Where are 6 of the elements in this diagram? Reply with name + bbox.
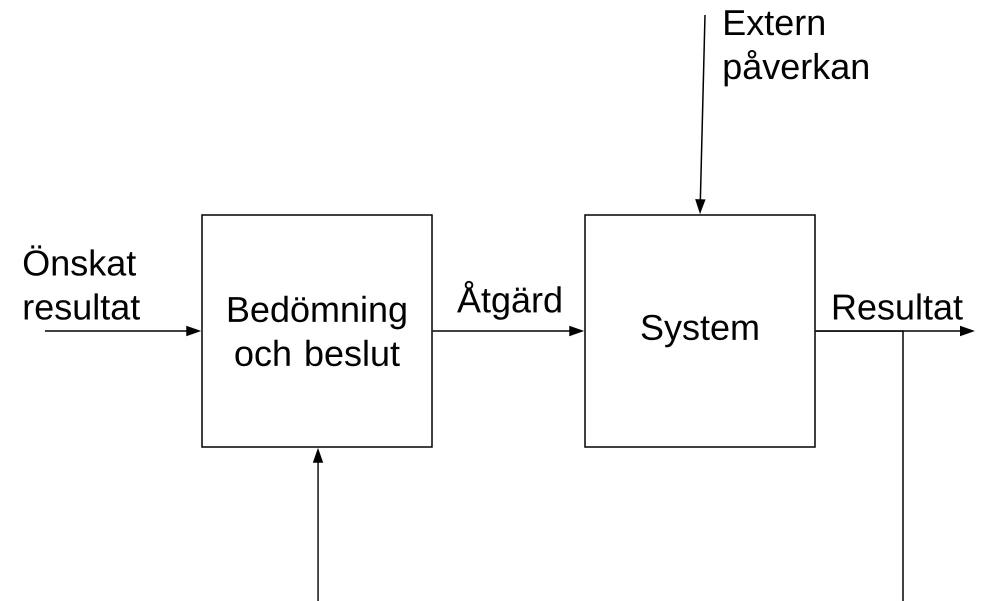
edge-label: Resultat (834, 293, 963, 320)
process-box: Bedömning och beslut (201, 214, 433, 448)
edge-label: Åtgärd (457, 280, 561, 320)
process-box: System (584, 214, 816, 448)
edge-label: Extern påverkan (724, 10, 868, 86)
edge-label: Önskat resultat (24, 245, 140, 320)
